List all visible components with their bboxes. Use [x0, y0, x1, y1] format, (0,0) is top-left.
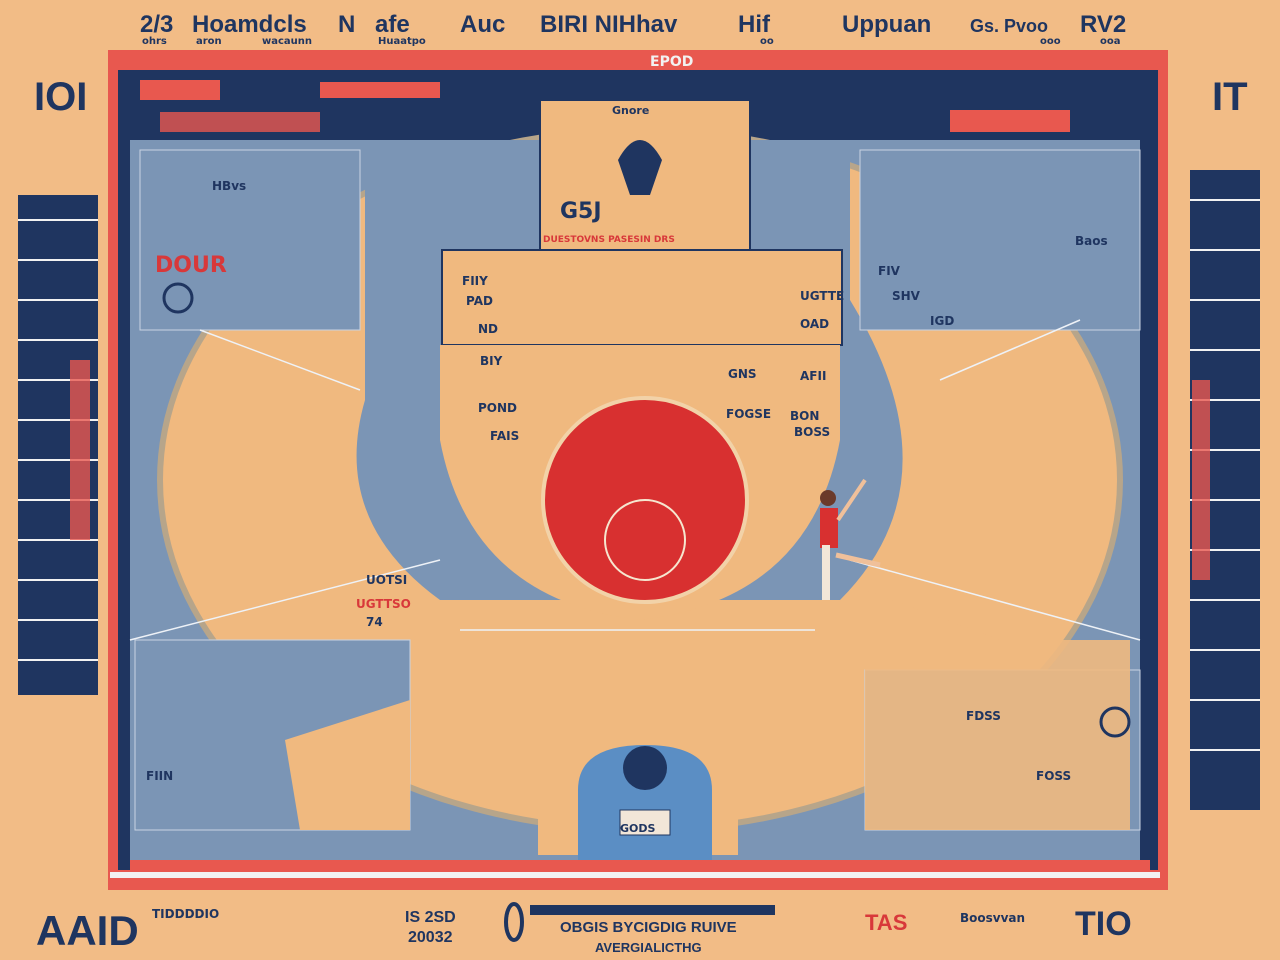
header-label: Hif: [738, 11, 771, 38]
bleacher-accent: [1192, 380, 1210, 580]
hoop-icon: [1099, 706, 1131, 738]
bench-sign: [619, 809, 671, 836]
top-key-label: Gnore: [612, 104, 649, 117]
top-key-sub: DUESTOVNS PASESIN DRS: [543, 235, 675, 245]
corner-patch: [865, 590, 1130, 830]
court-key-labels: Gnore G5J DUESTOVNS PASESIN DRS HBvs DOU…: [155, 104, 1108, 835]
court-label: POND: [478, 401, 517, 415]
free-throw-lane: [441, 249, 843, 346]
bottom-strip: [130, 860, 1150, 874]
court-label: GNS: [728, 367, 757, 381]
header-labels: 2/3 Hoamdcls N afe Auc BIRI NIHhav Hif U…: [140, 11, 1126, 38]
footer-right-red: TAS: [865, 910, 907, 935]
court-label: FIIN: [146, 769, 173, 783]
court-label: FOGSE: [726, 407, 771, 421]
court-label: FDSS: [966, 709, 1001, 723]
header-sub-labels: ohrs aron wacaunn Huaatpo oo ooo ooa: [142, 36, 1121, 47]
corner-patch: [285, 700, 410, 830]
footer-o-icon: [504, 902, 524, 942]
scoreboard-text: EPOD: [650, 54, 693, 70]
court-label: ND: [478, 322, 498, 336]
header-sub-label: oo: [760, 36, 774, 47]
court-label: BOSS: [794, 425, 830, 439]
left-corner-label: HBvs: [212, 179, 246, 193]
header-label: 2/3: [140, 11, 173, 38]
scoreboard-panel: [950, 110, 1070, 132]
court-label: 74: [366, 615, 383, 629]
bench: [578, 745, 712, 860]
header-label: afe: [375, 11, 410, 38]
side-panel: [139, 149, 361, 331]
footer-right-text: Boosvvan: [960, 911, 1025, 925]
court-labels: FIIY PAD ND UGTTE FIV SHV OAD BIY POND F…: [146, 264, 1071, 783]
footer-left-small: TIDDDDIO: [152, 907, 219, 921]
left-sign: DOUR: [155, 253, 227, 278]
court-label: PAD: [466, 294, 493, 308]
header-label: BIRI NIHhav: [540, 11, 678, 38]
court-label: OAD: [800, 317, 829, 331]
header-label: Uppuan: [842, 11, 931, 38]
hoop-icon: [162, 282, 194, 314]
court-label: UOTSI: [366, 573, 407, 587]
top-key-score: G5J: [560, 199, 602, 224]
header-sub-label: ohrs: [142, 36, 167, 47]
right-big-label: IT: [1212, 75, 1248, 119]
crest-icon: [618, 140, 662, 195]
header-label: Auc: [460, 11, 505, 38]
header-label: N: [338, 11, 355, 38]
footer-center-line2: AVERGIALICTHG: [595, 940, 702, 955]
footer-left-big: AAID: [36, 907, 139, 954]
bench-label: GODS: [620, 822, 656, 835]
header-sub-label: Huaatpo: [378, 36, 426, 47]
header-sub-label: ooa: [1100, 36, 1121, 47]
scoreboard-panel: [320, 82, 440, 98]
footer-date-bottom: 20032: [408, 929, 453, 946]
court-label: BON: [790, 409, 819, 423]
court-label: FOSS: [1036, 769, 1071, 783]
side-panel: [859, 149, 1141, 331]
header-sub-label: wacaunn: [262, 36, 312, 47]
court-label: UGTTE: [800, 289, 844, 303]
header-label: Hoamdcls: [192, 11, 307, 38]
bottom-line: [110, 872, 1160, 878]
left-big-label: IOI: [34, 75, 87, 119]
header-sub-label: ooo: [1040, 36, 1061, 47]
court-label: BIY: [480, 354, 503, 368]
court-label: AFII: [800, 369, 826, 383]
court-label: FAIS: [490, 429, 519, 443]
inner-circle: [604, 499, 686, 581]
court-label: FIV: [878, 264, 901, 278]
court-label: SHV: [892, 289, 921, 303]
header-label: RV2: [1080, 11, 1126, 38]
court-lines: [129, 319, 1141, 641]
player-figure: [820, 478, 881, 600]
footer-bar: [530, 905, 775, 915]
footer-center-line1: OBGIS BYCIGDIG RUIVE: [560, 919, 737, 936]
footer-right-big: TIO: [1075, 905, 1132, 943]
court-label: FIIY: [462, 274, 488, 288]
scoreboard-panel: [160, 112, 320, 132]
court-label: UGTTSO: [356, 597, 411, 611]
header-label: Gs. Pvoo: [970, 16, 1048, 36]
right-corner-label: Baos: [1075, 234, 1108, 248]
scoreboard-panel: [140, 80, 220, 100]
footer-date-top: IS 2SD: [405, 909, 456, 926]
coach-figure: [623, 746, 667, 790]
header-sub-label: aron: [196, 36, 222, 47]
court-label: IGD: [930, 314, 954, 328]
bleacher-accent: [70, 360, 90, 540]
